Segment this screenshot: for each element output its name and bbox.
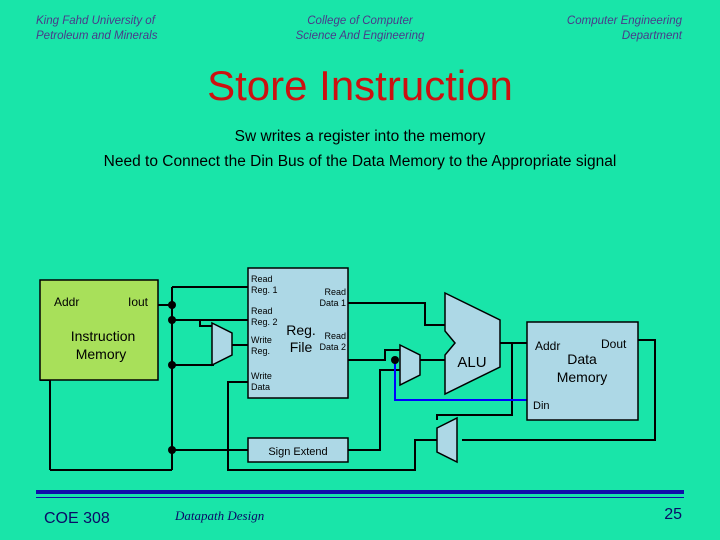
rf-write-reg-line1: Write xyxy=(251,335,272,345)
subtitle-line1: Sw writes a register into the memory xyxy=(234,128,486,145)
rf-read-reg2-line2: Reg. 2 xyxy=(251,317,278,327)
regdst-mux xyxy=(211,321,233,367)
dmem-name-line2: Memory xyxy=(557,369,608,385)
rf-write-reg-line2: Reg. xyxy=(251,346,270,356)
sign-extend xyxy=(247,437,349,463)
imem-iout-label: Iout xyxy=(128,295,149,309)
header-college-line2: Science And Engineering xyxy=(295,30,425,42)
memtoreg-mux xyxy=(436,416,458,464)
header-department: Computer Engineering Department xyxy=(567,14,682,44)
sign-extend-label: Sign Extend xyxy=(268,446,327,458)
header-university: King Fahd University of Petroleum and Mi… xyxy=(36,14,157,44)
slide-title: Store Instruction xyxy=(207,62,513,109)
imem-name-line2: Memory xyxy=(76,346,127,362)
junction-dots xyxy=(168,301,399,454)
rf-read-reg1-line2: Reg. 1 xyxy=(251,285,278,295)
rf-read-reg2-line1: Read xyxy=(251,306,273,316)
header-university-line2: Petroleum and Minerals xyxy=(36,30,158,42)
footer-page-number: 25 xyxy=(664,506,682,523)
footer-rule-thick xyxy=(36,490,684,494)
rf-read-data1-line2: Data 1 xyxy=(319,298,346,308)
rf-read-data1-line1: Read xyxy=(324,287,346,297)
header-college: College of Computer Science And Engineer… xyxy=(260,14,460,44)
instruction-memory xyxy=(39,279,159,381)
header-university-line1: King Fahd University of xyxy=(36,15,155,27)
register-file xyxy=(247,267,349,399)
dmem-addr-label: Addr xyxy=(535,339,560,353)
rf-name-line2: File xyxy=(290,339,313,355)
header-department-line2: Department xyxy=(621,30,682,42)
imem-name-line1: Instruction xyxy=(71,328,136,344)
dmem-din-label: Din xyxy=(533,400,550,412)
rf-read-data2-line1: Read xyxy=(324,331,346,341)
alu xyxy=(444,291,501,396)
data-memory xyxy=(526,321,639,421)
header-college-line1: College of Computer xyxy=(307,15,413,27)
dmem-name-line1: Data xyxy=(567,351,597,367)
header-department-line1: Computer Engineering xyxy=(566,15,682,27)
dmem-dout-label: Dout xyxy=(601,337,627,351)
rf-name-line1: Reg. xyxy=(286,322,316,338)
subtitle-line2: Need to Connect the Din Bus of the Data … xyxy=(103,153,617,170)
footer-course: COE 308 xyxy=(44,510,110,527)
alusrc-mux xyxy=(399,343,421,387)
rf-write-data-line1: Write xyxy=(251,371,272,381)
footer-topic: Datapath Design xyxy=(175,508,265,523)
alu-label: ALU xyxy=(457,354,486,371)
imem-addr-label: Addr xyxy=(54,295,79,309)
rf-read-reg1-line1: Read xyxy=(251,274,273,284)
rf-read-data2-line2: Data 2 xyxy=(319,342,346,352)
footer-rule-thin xyxy=(36,497,684,498)
rf-write-data-line2: Data xyxy=(251,382,270,392)
